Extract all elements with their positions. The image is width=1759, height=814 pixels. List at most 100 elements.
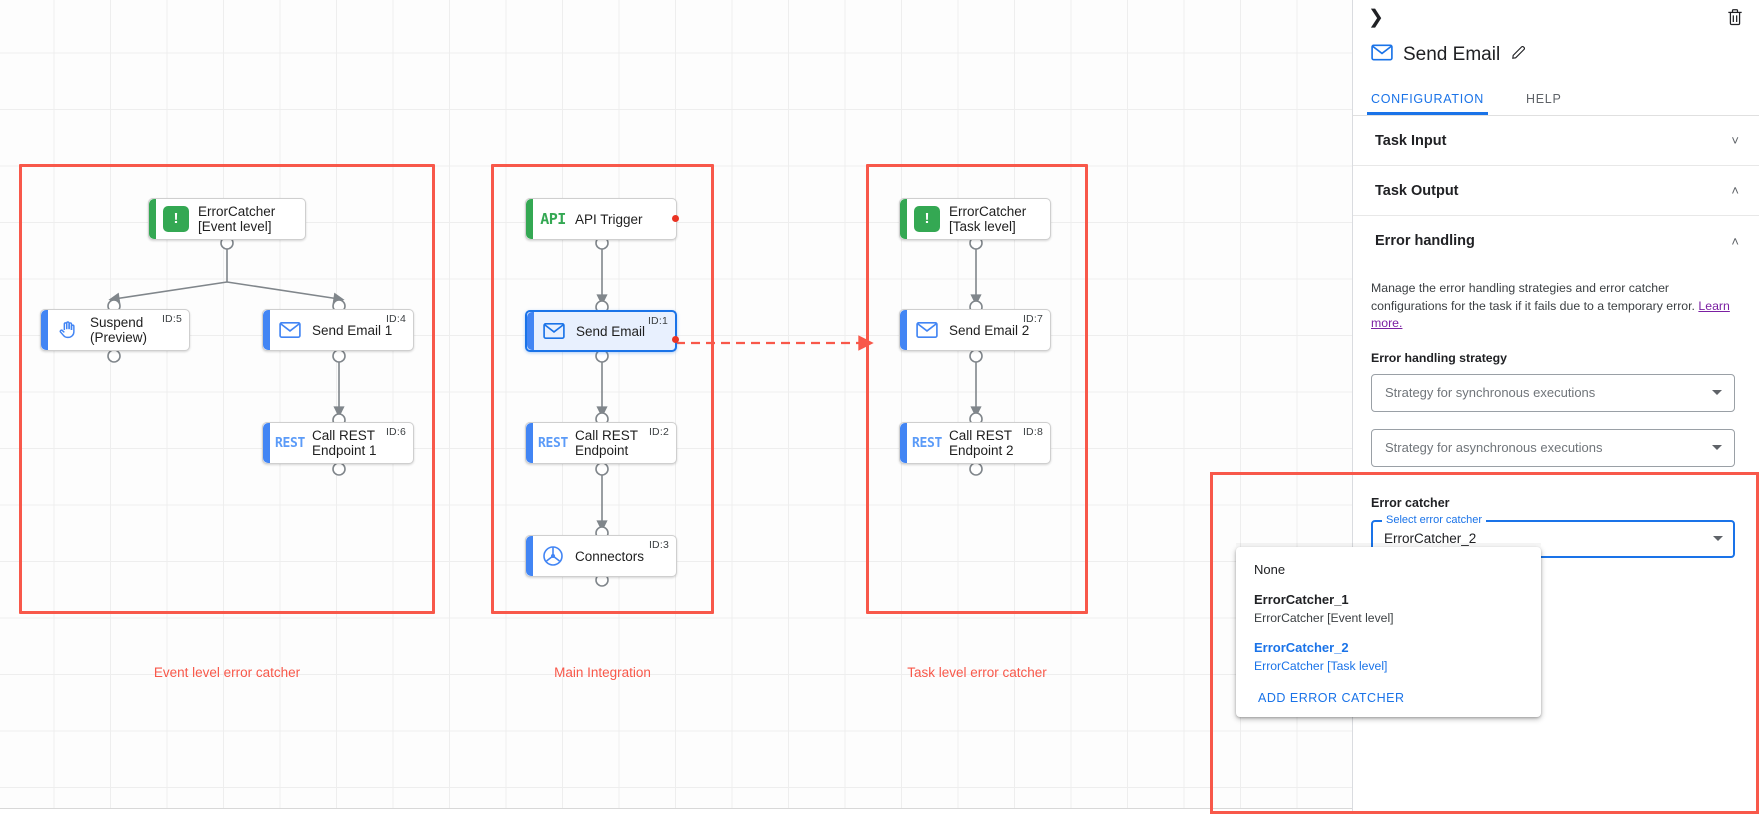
- node-connectors[interactable]: Connectors ID:3: [525, 535, 677, 577]
- node-accent-bar: [900, 423, 907, 463]
- node-accent-bar: [527, 312, 534, 350]
- option-primary-text: ErrorCatcher_2: [1254, 640, 1349, 655]
- chevron-down-icon: ˅: [1731, 133, 1739, 148]
- section-task-input[interactable]: Task Input ˅: [1353, 116, 1759, 166]
- rest-icon: REST: [911, 435, 943, 451]
- group-box-task-level: [866, 164, 1088, 614]
- page-title: Send Email: [1403, 44, 1501, 65]
- learn-more-link[interactable]: Learn more.: [1371, 298, 1730, 331]
- node-errorcatcher-event[interactable]: ! ErrorCatcher [Event level]: [148, 198, 306, 240]
- panel-title-row: Send Email: [1353, 38, 1759, 72]
- node-label: Suspend (Preview): [90, 315, 148, 345]
- node-suspend-preview[interactable]: Suspend (Preview) ID:5: [40, 309, 190, 351]
- section-title: Task Output: [1375, 182, 1459, 199]
- group-label-task-level: Task level error catcher: [907, 665, 1047, 680]
- node-send-email-1[interactable]: Send Email 1 ID:4: [262, 309, 414, 351]
- group-label-main-integration: Main Integration: [554, 665, 651, 680]
- section-task-output[interactable]: Task Output ˄: [1353, 166, 1759, 216]
- connectors-icon: [531, 544, 575, 568]
- select-error-catcher-label: Select error catcher: [1382, 513, 1486, 526]
- node-error-dot: [672, 215, 679, 222]
- dropdown-option-errorcatcher-1[interactable]: ErrorCatcher_1 ErrorCatcher [Event level…: [1236, 585, 1541, 633]
- node-call-rest-endpoint-2[interactable]: REST Call REST Endpoint 2 ID:8: [899, 422, 1051, 464]
- sync-strategy-value: Strategy for synchronous executions: [1385, 385, 1596, 400]
- error-catcher-dropdown-menu[interactable]: None ErrorCatcher_1 ErrorCatcher [Event …: [1236, 547, 1541, 717]
- rest-icon: REST: [537, 435, 569, 451]
- group-box-main-integration: [491, 164, 714, 614]
- errorcatcher-icon: !: [905, 206, 949, 232]
- trash-icon[interactable]: [1725, 7, 1747, 29]
- node-label: API Trigger: [575, 211, 643, 227]
- node-error-dot: [672, 336, 679, 343]
- section-title: Task Input: [1375, 132, 1447, 149]
- node-id-tag: ID:8: [1022, 426, 1043, 438]
- dropdown-option-none[interactable]: None: [1236, 555, 1541, 585]
- tab-configuration[interactable]: CONFIGURATION: [1366, 92, 1502, 115]
- async-strategy-select[interactable]: Strategy for asynchronous executions: [1371, 428, 1735, 467]
- node-accent-bar: [263, 310, 270, 350]
- panel-tabs: CONFIGURATION HELP: [1353, 80, 1759, 116]
- node-label: Call REST Endpoint: [575, 428, 639, 458]
- envelope-icon: [268, 321, 312, 339]
- node-accent-bar: [526, 536, 533, 576]
- option-primary-text: None: [1254, 562, 1286, 577]
- node-label: Connectors: [575, 548, 645, 564]
- chevron-up-icon: ˄: [1731, 233, 1739, 249]
- node-call-rest-endpoint-1[interactable]: REST Call REST Endpoint 1 ID:6: [262, 422, 414, 464]
- canvas-bottom-border: [0, 808, 1352, 814]
- node-label: ErrorCatcher [Event level]: [198, 204, 276, 234]
- node-accent-bar: [526, 199, 533, 239]
- node-id-tag: ID:3: [648, 539, 669, 551]
- errorcatcher-icon: !: [154, 206, 198, 232]
- api-icon: API: [540, 210, 566, 228]
- chevron-down-icon: [1712, 390, 1722, 395]
- node-accent-bar: [149, 199, 156, 239]
- section-error-handling[interactable]: Error handling ˄: [1353, 216, 1759, 266]
- error-handling-body: Manage the error handling strategies and…: [1353, 266, 1759, 484]
- select-error-catcher-value: ErrorCatcher_2: [1384, 531, 1477, 546]
- node-api-trigger[interactable]: API API Trigger: [525, 198, 679, 240]
- node-accent-bar: [526, 423, 533, 463]
- panel-topbar: ❯: [1353, 0, 1759, 38]
- dropdown-top-shadow: [1236, 543, 1541, 549]
- chevron-right-icon[interactable]: ❯: [1368, 7, 1384, 28]
- node-id-tag: ID:6: [385, 426, 406, 438]
- error-catcher-heading: Error catcher: [1371, 495, 1450, 510]
- node-id-tag: ID:5: [161, 313, 182, 325]
- node-send-email[interactable]: Send Email ID:1: [525, 310, 679, 352]
- node-call-rest-endpoint[interactable]: REST Call REST Endpoint ID:2: [525, 422, 677, 464]
- node-accent-bar: [900, 310, 907, 350]
- chevron-down-icon: [1713, 536, 1723, 541]
- sync-strategy-select[interactable]: Strategy for synchronous executions: [1371, 373, 1735, 412]
- node-accent-bar: [900, 199, 907, 239]
- pencil-icon[interactable]: [1510, 44, 1527, 66]
- node-send-email-2[interactable]: Send Email 2 ID:7: [899, 309, 1051, 351]
- node-label: Call REST Endpoint 2: [949, 428, 1014, 458]
- group-label-event-level: Event level error catcher: [153, 665, 301, 680]
- error-handling-strategy-label: Error handling strategy: [1371, 350, 1507, 365]
- group-box-event-level: [19, 164, 435, 614]
- node-id-tag: ID:7: [1022, 313, 1043, 325]
- option-secondary-text: ErrorCatcher [Task level]: [1254, 659, 1388, 673]
- integration-canvas[interactable]: Event level error catcher Main Integrati…: [0, 0, 1352, 808]
- chevron-down-icon: [1712, 445, 1722, 450]
- task-config-panel: ❯ Send Email: [1352, 0, 1759, 814]
- envelope-icon: [905, 321, 949, 339]
- node-label: Send Email 2: [949, 322, 1030, 338]
- node-label: Send Email: [576, 323, 646, 339]
- error-handling-description: Manage the error handling strategies and…: [1371, 280, 1735, 333]
- envelope-icon: [532, 322, 576, 340]
- chevron-up-icon: ˄: [1731, 183, 1739, 198]
- tab-help[interactable]: HELP: [1526, 92, 1562, 106]
- node-accent-bar: [41, 310, 48, 350]
- node-id-tag: ID:2: [648, 426, 669, 438]
- rest-icon: REST: [274, 435, 306, 451]
- dropdown-option-errorcatcher-2[interactable]: ErrorCatcher_2 ErrorCatcher [Task level]: [1236, 633, 1541, 681]
- node-label: Send Email 1: [312, 322, 393, 338]
- option-secondary-text: ErrorCatcher [Event level]: [1254, 611, 1394, 625]
- section-title: Error handling: [1375, 233, 1475, 249]
- async-strategy-value: Strategy for asynchronous executions: [1385, 440, 1603, 455]
- option-primary-text: ErrorCatcher_1: [1254, 592, 1349, 607]
- add-error-catcher-button[interactable]: ADD ERROR CATCHER: [1258, 691, 1405, 705]
- node-errorcatcher-task[interactable]: ! ErrorCatcher [Task level]: [899, 198, 1051, 240]
